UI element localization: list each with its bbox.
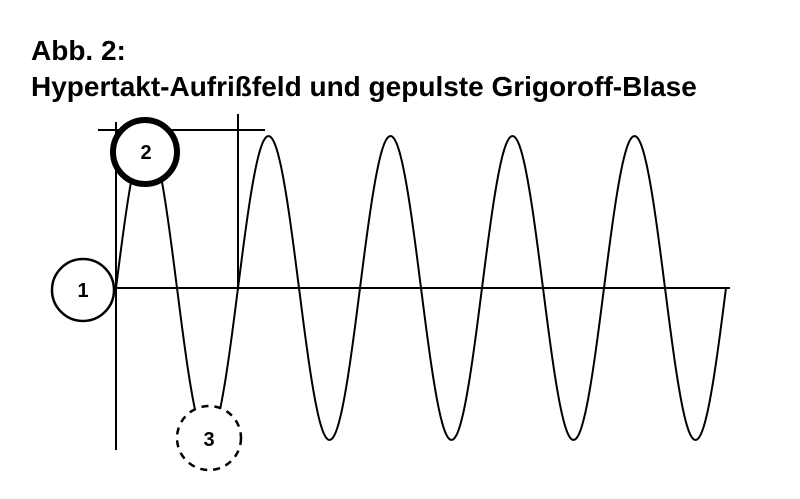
marker-1-circle	[50, 257, 116, 323]
marker-1-label: 1	[77, 280, 88, 302]
marker-3-circle	[175, 404, 243, 472]
figure-title: Hypertakt-Aufrißfeld und gepulste Grigor…	[31, 71, 697, 102]
marker-1: 1	[50, 257, 116, 323]
figure-number: Abb. 2:	[31, 35, 126, 66]
marker-3-label: 3	[203, 429, 214, 451]
marker-2: 2	[110, 117, 180, 187]
marker-3: 3	[175, 404, 243, 472]
marker-2-circle	[110, 117, 180, 187]
marker-2-label: 2	[140, 142, 151, 164]
